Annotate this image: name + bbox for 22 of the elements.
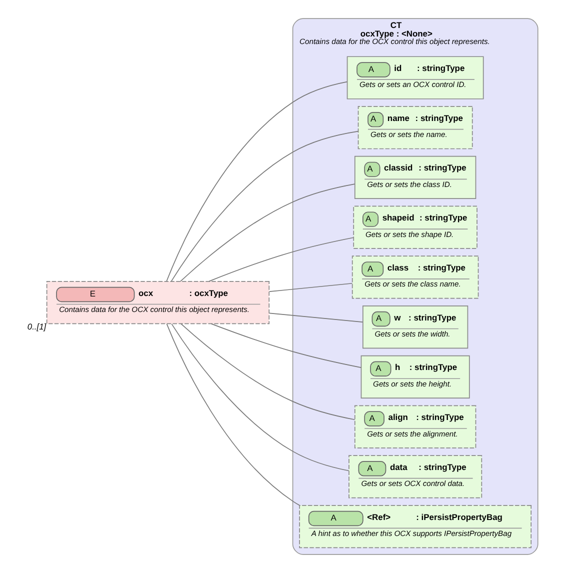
node-box: A align : stringType Gets or sets the alignment. (354, 405, 476, 448)
node-box: A classid : stringType Gets or sets the class ID. (354, 156, 476, 200)
connector (269, 312, 364, 323)
connector (210, 323, 362, 368)
node-box: A data : stringType Gets or sets OCX control data. (348, 455, 482, 498)
node-box: A class : stringType Gets or sets the class name. (352, 256, 479, 299)
node-box: A h : stringType Gets or sets the height. (360, 355, 470, 398)
connector (171, 324, 350, 472)
node-box: A id : stringType Gets or sets an OCX control ID. (346, 56, 484, 100)
connector (208, 237, 354, 282)
node-box: E ocx : ocxType Contains data for the OCX control this object represents. (46, 281, 270, 324)
connector (269, 282, 353, 292)
node-label: 0..[1] (27, 322, 46, 332)
node-box: A shapeid : stringType Gets or sets the shape ID. (353, 206, 478, 249)
node-box: A name : stringType Gets or sets the name. (358, 106, 473, 150)
connector (166, 324, 300, 506)
connector (180, 184, 356, 282)
connector (170, 130, 359, 282)
connector (166, 81, 348, 282)
connector (180, 323, 356, 420)
node-box: A w : stringType Gets or sets the width. (362, 306, 468, 349)
node-box: A <Ref> : iPersistPropertyBag A hint as to whether this OCX supports IPersistPropertyBag (299, 504, 532, 548)
